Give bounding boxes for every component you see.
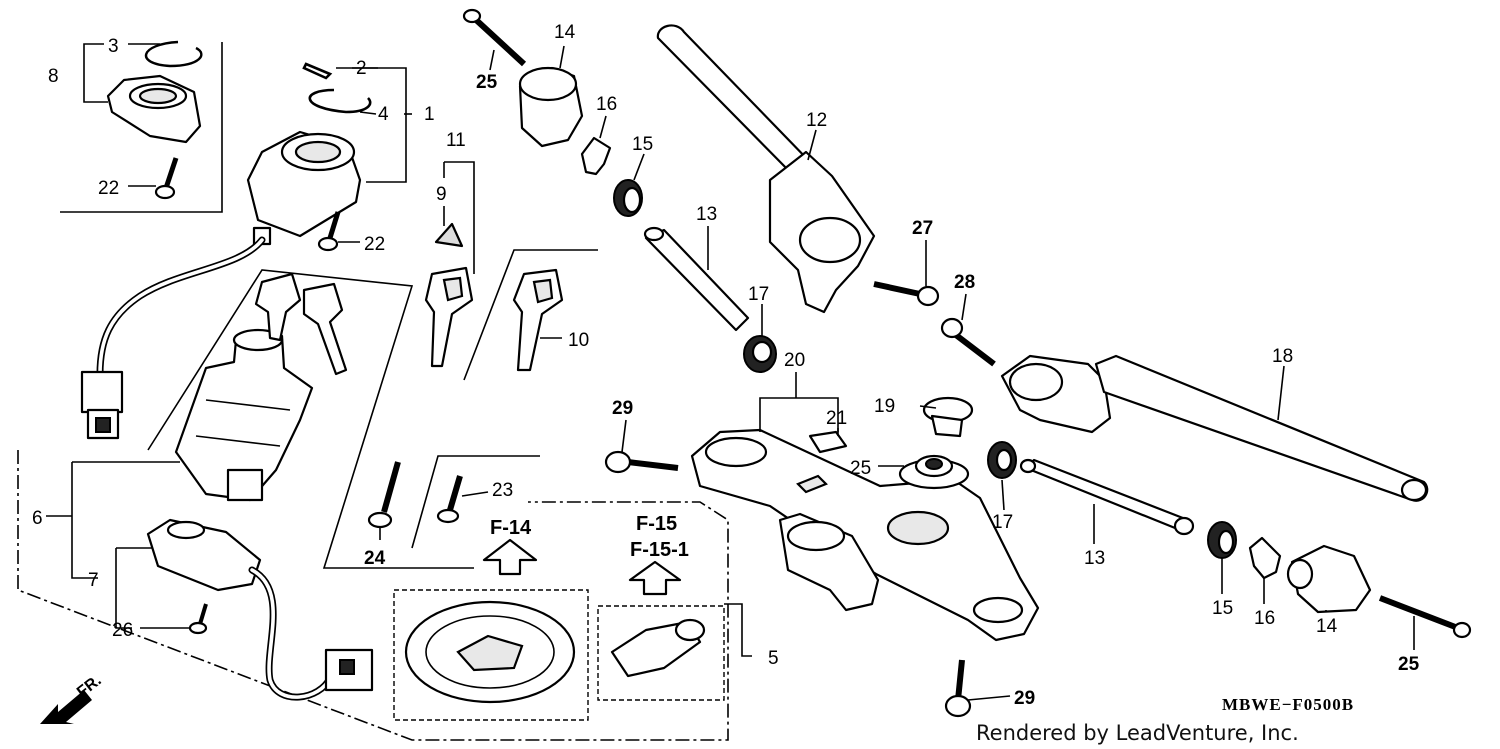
callout-28-mid: 28 bbox=[954, 272, 975, 293]
callout-17-right: 17 bbox=[992, 512, 1013, 533]
callout-15-right: 15 bbox=[1212, 598, 1233, 619]
callout-22-top: 22 bbox=[98, 178, 119, 199]
handlebar-right-part bbox=[1000, 354, 1429, 502]
diagram-code: MBWE−F0500B bbox=[1222, 695, 1354, 714]
screw-part bbox=[154, 157, 179, 200]
callout-18: 18 bbox=[1272, 346, 1293, 367]
callout-11: 11 bbox=[446, 130, 466, 151]
callout-2: 2 bbox=[356, 58, 367, 79]
clip-part-16 bbox=[1248, 536, 1282, 580]
key-cap-part bbox=[434, 222, 464, 248]
ref-f15-1: F-15-1 bbox=[630, 539, 689, 561]
callout-7: 7 bbox=[88, 570, 99, 591]
bolt-part bbox=[944, 659, 972, 718]
inset-box-ignition-cover bbox=[60, 42, 223, 213]
clip-part-16 bbox=[580, 136, 612, 176]
bolt-part bbox=[940, 317, 996, 367]
axle-shaft-part-13 bbox=[1019, 458, 1195, 536]
seat-lock-inset bbox=[597, 560, 725, 701]
callout-27: 26 bbox=[112, 620, 133, 641]
credit-text: Rendered by LeadVenture, Inc. bbox=[976, 721, 1299, 745]
callout-5: 5 bbox=[768, 648, 779, 669]
bolt-part bbox=[873, 281, 940, 307]
callout-12: 12 bbox=[806, 110, 827, 131]
switch-housing-part bbox=[1286, 544, 1372, 614]
lock-set-outline bbox=[17, 269, 729, 741]
clip-part bbox=[302, 62, 333, 80]
lock-cylinder-part bbox=[174, 328, 314, 502]
collar-part-15 bbox=[613, 179, 643, 217]
bolt-part bbox=[604, 450, 679, 474]
callout-15-top: 15 bbox=[632, 134, 653, 155]
collar-part-15 bbox=[1207, 521, 1237, 559]
callout-13-top: 13 bbox=[696, 204, 717, 225]
cap-part-19 bbox=[922, 396, 974, 438]
callout-1: 1 bbox=[424, 104, 435, 125]
callout-21: 21 bbox=[826, 408, 847, 429]
screw-part bbox=[188, 603, 208, 635]
callout-4: 4 bbox=[378, 104, 389, 125]
key-part bbox=[254, 272, 348, 376]
callout-23: 23 bbox=[492, 480, 513, 501]
callout-labels: 3 8 22 2 4 1 22 11 9 10 6 7 26 23 24 5 1… bbox=[32, 22, 1420, 709]
callout-20: 20 bbox=[784, 350, 805, 371]
nut-part-26 bbox=[898, 454, 970, 490]
fuel-cap-inset bbox=[393, 538, 589, 721]
callout-28-top: 27 bbox=[912, 218, 933, 239]
key-part-10 bbox=[512, 268, 564, 372]
callout-25-top: 25 bbox=[476, 72, 498, 93]
callout-26: 25 bbox=[850, 458, 871, 479]
ignition-cover-part bbox=[106, 74, 202, 144]
callout-16-top: 16 bbox=[596, 94, 617, 115]
leader-lines bbox=[83, 43, 1415, 701]
callout-3: 3 bbox=[108, 36, 119, 57]
callout-14-right: 14 bbox=[1316, 616, 1338, 637]
ignition-switch-part bbox=[246, 130, 362, 246]
callout-29-bottom: 29 bbox=[1014, 688, 1035, 709]
callout-10: 10 bbox=[568, 330, 589, 351]
seat-lock-part bbox=[146, 518, 262, 592]
blank-key-part bbox=[424, 266, 474, 368]
front-direction-arrow-icon: FR. bbox=[40, 672, 105, 724]
callout-24: 24 bbox=[364, 548, 386, 569]
axle-shaft-part-13 bbox=[643, 226, 750, 332]
ignition-connector bbox=[80, 370, 124, 440]
callout-19: 19 bbox=[874, 396, 895, 417]
bolt-part bbox=[462, 8, 527, 67]
screw-part bbox=[367, 461, 401, 529]
callout-29-top: 29 bbox=[612, 398, 633, 419]
nut-part-17 bbox=[743, 335, 777, 373]
screw-part bbox=[317, 211, 341, 252]
plate-part-21 bbox=[808, 430, 848, 454]
ring-part bbox=[308, 88, 372, 114]
ref-f15: F-15 bbox=[636, 513, 677, 535]
handlebar-left-part bbox=[656, 24, 876, 314]
ref-f14: F-14 bbox=[490, 517, 532, 539]
callout-14-top: 14 bbox=[554, 22, 576, 43]
callout-17-top: 17 bbox=[748, 284, 769, 305]
callout-6: 6 bbox=[32, 508, 43, 529]
callout-13-right: 13 bbox=[1084, 548, 1105, 569]
switch-housing-part bbox=[518, 66, 584, 148]
callout-8: 8 bbox=[48, 66, 59, 87]
callout-16-right: 16 bbox=[1254, 608, 1275, 629]
bolt-part bbox=[1378, 595, 1472, 639]
nut-part-17 bbox=[987, 441, 1017, 479]
seat-lock-connector bbox=[324, 648, 374, 692]
screw-part bbox=[436, 475, 463, 524]
callout-9: 9 bbox=[436, 184, 447, 205]
callout-22-mid: 22 bbox=[364, 234, 385, 255]
snap-ring-part bbox=[145, 40, 203, 68]
callout-25-bottom: 25 bbox=[1398, 654, 1420, 675]
